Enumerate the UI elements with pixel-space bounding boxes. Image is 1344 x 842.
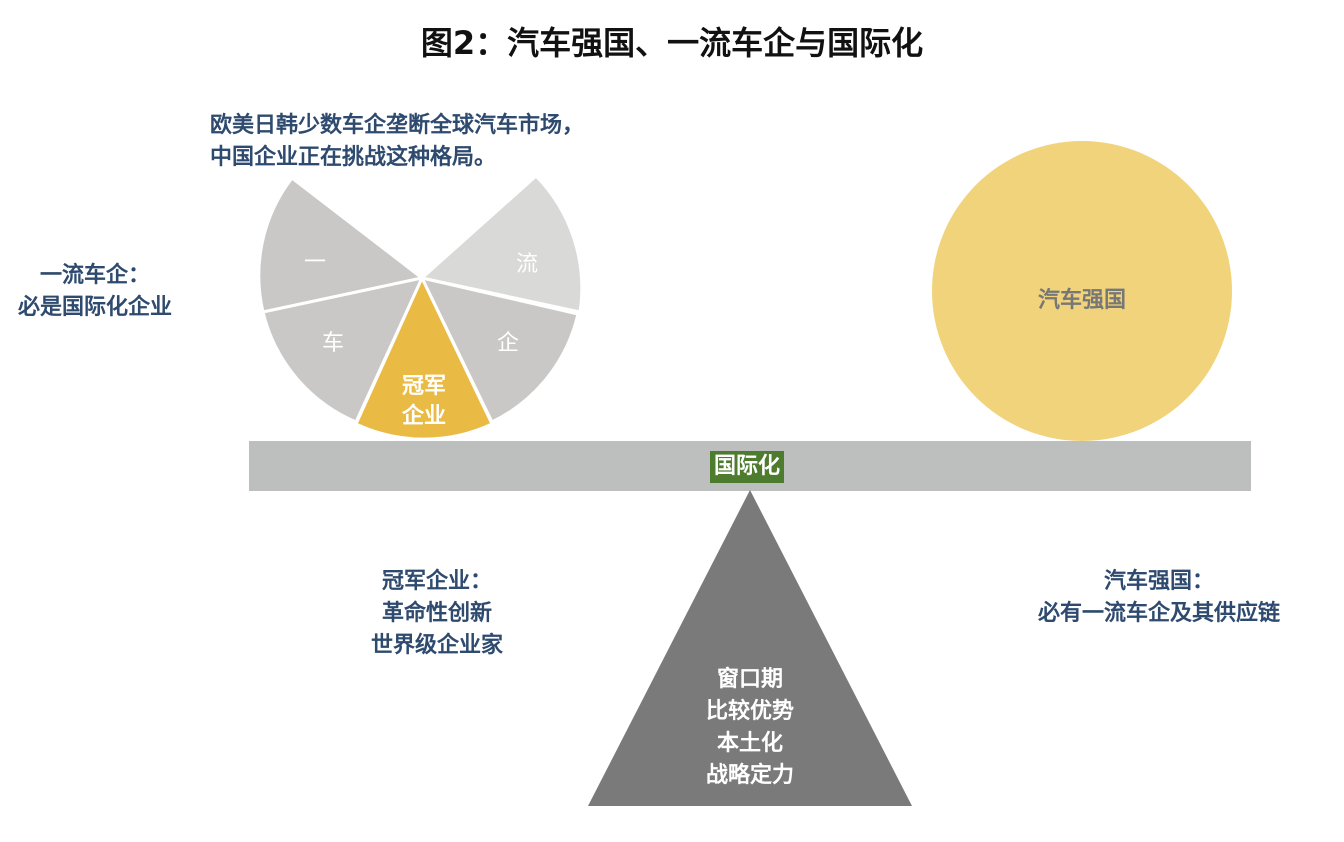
page-title: 图2：汽车强国、一流车企与国际化 <box>420 24 924 62</box>
left-note-line: 必是国际化企业 <box>18 295 173 320</box>
pie-segment-che <box>261 275 425 424</box>
fulcrum-triangle <box>588 490 912 806</box>
bottom-right-note: 汽车强国： 必有一流车企及其供应链 <box>1004 566 1314 630</box>
bottom-left-note-line: 革命性创新 <box>381 601 492 626</box>
champion-label-line: 企业 <box>401 404 446 429</box>
top-note-line: 欧美日韩少数车企垄断全球汽车市场， <box>210 113 585 138</box>
bottom-left-note-line: 世界级企业家 <box>370 633 503 658</box>
pie-label-qi: 企 <box>497 331 520 356</box>
pie-segment-one <box>257 175 426 314</box>
pie-segment-champion <box>354 274 495 441</box>
champion-label: 冠军 企业 <box>380 372 468 432</box>
fulcrum-text: 窗口期 比较优势 本土化 战略定力 <box>650 664 850 792</box>
fulcrum-line: 比较优势 <box>705 699 794 724</box>
pie-label-liu: 流 <box>516 252 539 277</box>
pie-segment-qi <box>419 275 580 425</box>
pie-segment-liu <box>418 173 584 314</box>
bottom-left-note: 冠军企业： 革命性创新 世界级企业家 <box>337 566 537 662</box>
pie-label-che: 车 <box>322 331 345 356</box>
pie-label-one: 一 <box>304 250 327 275</box>
beam-label: 国际化 <box>710 451 785 483</box>
fulcrum-line: 本土化 <box>716 731 783 756</box>
fulcrum-line: 窗口期 <box>716 667 783 692</box>
bottom-right-note-line: 汽车强国： <box>1103 569 1214 594</box>
top-note: 欧美日韩少数车企垄断全球汽车市场， 中国企业正在挑战这种格局。 <box>210 110 584 174</box>
champion-label-line: 冠军 <box>401 374 446 399</box>
circle-label: 汽车强国 <box>1037 288 1126 313</box>
left-note-line: 一流车企： <box>40 263 151 288</box>
left-note: 一流车企： 必是国际化企业 <box>18 260 172 324</box>
bottom-right-note-line: 必有一流车企及其供应链 <box>1037 601 1280 626</box>
bottom-left-note-line: 冠军企业： <box>381 569 492 594</box>
fulcrum-line: 战略定力 <box>705 763 794 788</box>
nation-circle <box>932 141 1232 441</box>
top-note-line: 中国企业正在挑战这种格局。 <box>210 145 497 170</box>
